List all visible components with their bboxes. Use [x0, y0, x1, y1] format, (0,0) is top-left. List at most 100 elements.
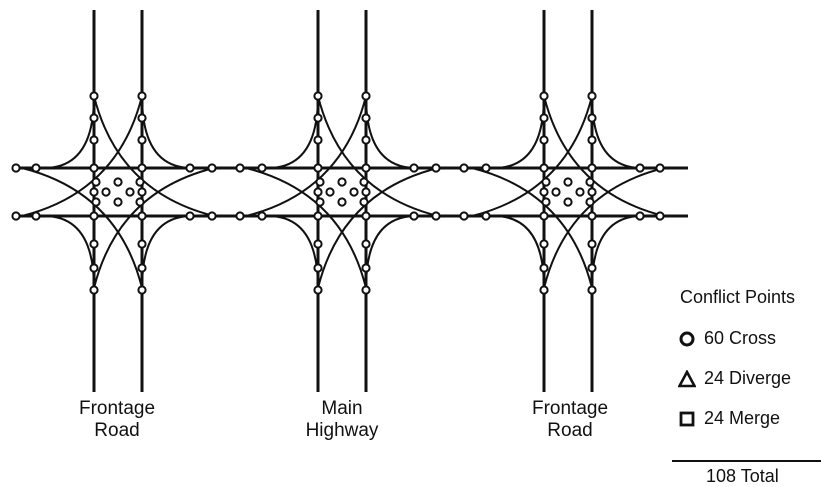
conflict-point [313, 163, 323, 173]
road-label-main-highway: Main Highway [272, 398, 412, 442]
circle-icon [679, 331, 695, 346]
conflict-point [257, 211, 267, 221]
road-label-right-frontage: Frontage Road [500, 398, 640, 442]
conflict-point [31, 163, 41, 173]
conflict-point [587, 285, 597, 295]
legend-row-merge: 24 Merge [678, 408, 780, 429]
conflict-point [137, 263, 147, 273]
conflict-point [135, 197, 145, 207]
conflict-point [361, 285, 371, 295]
conflict-point [89, 285, 99, 295]
road-label-right-line1: Frontage [531, 398, 609, 419]
conflict-point [539, 187, 549, 197]
conflict-point [587, 163, 597, 173]
conflict-point [575, 187, 585, 197]
conflict-point [89, 91, 99, 101]
conflict-point [585, 197, 595, 207]
conflict-point [137, 285, 147, 295]
legend-cross-label: 60 Cross [704, 328, 777, 348]
conflict-point [313, 263, 323, 273]
conflict-point [409, 163, 419, 173]
conflict-point [137, 211, 147, 221]
turn-curve [21, 167, 143, 289]
conflict-point [313, 135, 323, 145]
conflict-point [137, 135, 147, 145]
conflict-point [587, 187, 597, 197]
conflict-point [89, 239, 99, 249]
conflict-point [459, 211, 469, 221]
conflict-point [207, 211, 217, 221]
conflict-point [101, 187, 111, 197]
conflict-point [313, 239, 323, 249]
conflict-point [361, 135, 371, 145]
conflict-point [587, 113, 597, 123]
conflict-point [361, 113, 371, 123]
legend-row-cross: 60 Cross [678, 328, 776, 349]
conflict-point [361, 211, 371, 221]
turn-curve [21, 95, 143, 217]
conflict-point [89, 263, 99, 273]
road-label-center-line1: Main [321, 398, 363, 419]
conflict-point [135, 177, 145, 187]
road-label-left-line2: Road [94, 420, 140, 441]
square-icon [679, 411, 695, 426]
conflict-point [359, 197, 369, 207]
conflict-point [313, 91, 323, 101]
conflict-point [361, 187, 371, 197]
conflict-point [361, 239, 371, 249]
turn-curve [43, 215, 95, 289]
turn-curve [365, 95, 417, 169]
conflict-point [113, 197, 123, 207]
conflict-point [125, 187, 135, 197]
conflict-point [137, 113, 147, 123]
conflict-point [655, 163, 665, 173]
conflict-point [635, 211, 645, 221]
conflict-point [587, 239, 597, 249]
conflict-point [337, 177, 347, 187]
conflict-point [313, 113, 323, 123]
legend-merge-label: 24 Merge [704, 408, 781, 428]
conflict-point [313, 285, 323, 295]
conflict-point [539, 263, 549, 273]
conflict-point [89, 135, 99, 145]
conflict-point [257, 163, 267, 173]
conflict-point [185, 163, 195, 173]
turn-curve [591, 215, 643, 289]
conflict-point [587, 211, 597, 221]
turn-curve [317, 167, 439, 289]
conflict-point [539, 113, 549, 123]
conflict-point [431, 211, 441, 221]
turn-curve [267, 215, 319, 289]
conflict-point [539, 211, 549, 221]
road-label-center-line2: Highway [305, 420, 379, 441]
triangle-icon [678, 369, 696, 387]
road-label-left-frontage: Frontage Road [47, 398, 187, 442]
conflict-point [655, 211, 665, 221]
conflict-point [539, 163, 549, 173]
legend-divider [672, 460, 821, 462]
conflict-point [481, 163, 491, 173]
conflict-point [313, 187, 323, 197]
conflict-points [11, 91, 665, 295]
conflict-point [585, 177, 595, 187]
conflict-point [539, 239, 549, 249]
turn-curve [493, 95, 545, 169]
conflict-point [91, 197, 101, 207]
conflict-point [89, 163, 99, 173]
legend-row-diverge: 24 Diverge [678, 368, 791, 389]
conflict-point [89, 113, 99, 123]
turn-curve [317, 95, 439, 217]
turn-curve [245, 95, 367, 217]
conflict-point [541, 177, 551, 187]
conflict-point [635, 163, 645, 173]
turn-curve [43, 95, 95, 169]
conflict-point [11, 163, 21, 173]
conflict-point [137, 187, 147, 197]
conflict-point [459, 163, 469, 173]
conflict-point [539, 91, 549, 101]
legend-diverge-label: 24 Diverge [704, 368, 792, 388]
conflict-point [337, 197, 347, 207]
intersection-diagram [11, 10, 688, 392]
conflict-point [137, 91, 147, 101]
road-label-left-line1: Frontage [78, 398, 156, 419]
